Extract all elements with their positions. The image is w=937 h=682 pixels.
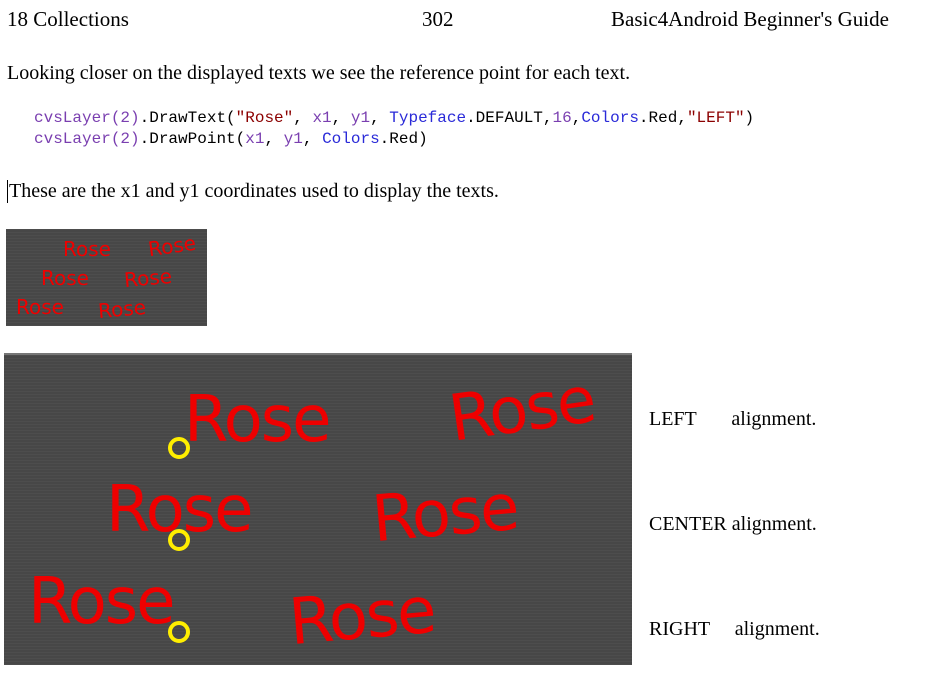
rose-text: Rose: [286, 573, 438, 661]
label-center-alignment: CENTER alignment.: [649, 513, 817, 535]
intro-paragraph: Looking closer on the displayed texts we…: [7, 62, 631, 84]
rose-text: Rose: [184, 383, 331, 457]
reference-point-marker: [168, 437, 190, 459]
rose-text: Rose: [28, 565, 175, 639]
chapter-title: 18 Collections: [7, 7, 129, 31]
rose-text: Rose: [444, 363, 599, 457]
label-right-alignment: RIGHT alignment.: [649, 618, 820, 640]
rose-text: Rose: [146, 230, 198, 262]
caption-paragraph: These are the x1 and y1 coordinates used…: [7, 180, 499, 203]
reference-point-marker: [168, 621, 190, 643]
code-line-1: cvsLayer(2).DrawText("Rose", x1, y1, Typ…: [34, 109, 755, 127]
label-left-alignment: LEFT alignment.: [649, 408, 817, 430]
rose-text: Rose: [63, 237, 111, 261]
book-title: Basic4Android Beginner's Guide: [611, 7, 889, 31]
code-line-2: cvsLayer(2).DrawPoint(x1, y1, Colors.Red…: [34, 130, 428, 148]
large-screenshot: Rose Rose Rose Rose Rose Rose: [4, 353, 632, 665]
rose-text: Rose: [123, 263, 173, 293]
page-number: 302: [422, 7, 454, 31]
rose-text: Rose: [16, 295, 64, 319]
small-screenshot: Rose Rose Rose Rose Rose Rose: [6, 229, 207, 326]
reference-point-marker: [168, 529, 190, 551]
rose-text: Rose: [369, 470, 521, 558]
rose-text: Rose: [41, 266, 89, 290]
rose-text: Rose: [97, 294, 147, 324]
